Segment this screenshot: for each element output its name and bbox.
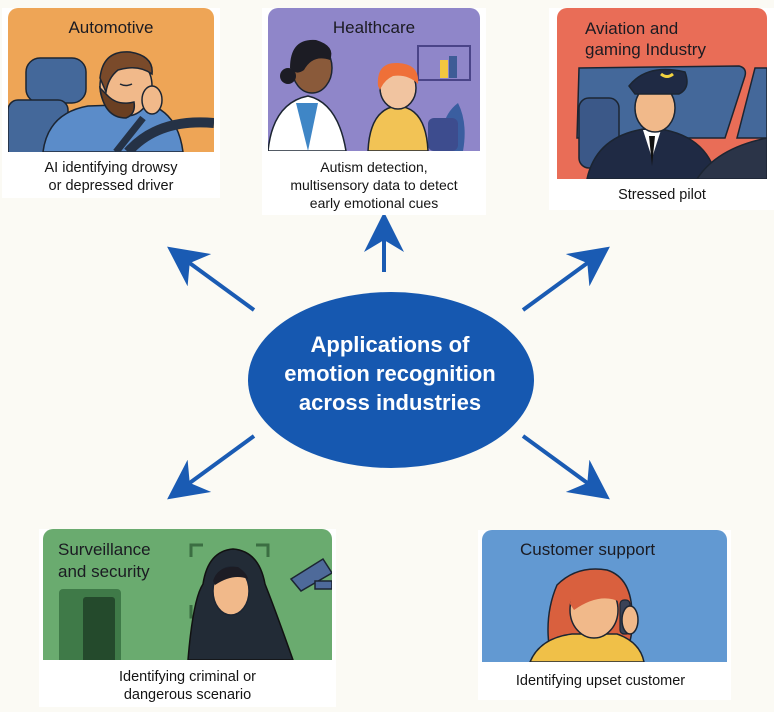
card-caption: Stressed pilot: [557, 186, 767, 204]
central-title-line: across industries: [298, 390, 482, 415]
scene-automotive: Automotive: [8, 8, 214, 152]
card-caption: Identifying upset customer: [474, 672, 727, 690]
card-title: Surveillance and security: [58, 539, 198, 583]
title-line: and security: [58, 562, 150, 581]
hooded-person-cctv-icon: [59, 543, 332, 660]
central-title: Applications of emotion recognition acro…: [247, 330, 533, 417]
caption-line: or depressed driver: [48, 178, 174, 194]
caption-line: multisensory data to detect: [290, 177, 458, 193]
caption-line: Identifying upset customer: [515, 673, 686, 689]
caption-line: Stressed pilot: [618, 187, 706, 203]
caption-line: early emotional cues: [309, 195, 439, 211]
title-line: Aviation and: [585, 19, 679, 38]
caption-line: dangerous scenario: [123, 687, 252, 703]
card-title: Automotive: [68, 18, 154, 37]
card-aviation: Aviation and gaming Industry Stressed pi…: [549, 8, 774, 210]
scene-healthcare: Healthcare: [268, 8, 480, 151]
title-line: Surveillance: [58, 540, 151, 559]
scene-customer-support: Customer support: [482, 530, 727, 662]
central-title-line: Applications of: [310, 332, 470, 357]
drowsy-driver-icon: [8, 51, 214, 152]
card-healthcare: Healthcare Autism detection, multisensor…: [262, 8, 486, 215]
arrow-to-surveillance: [167, 434, 256, 500]
caption-line: Autism detection,: [320, 159, 428, 175]
central-title-line: emotion recognition: [284, 361, 496, 386]
caption-line: Identifying criminal or: [119, 669, 256, 685]
scene-surveillance: Surveillance and security: [43, 529, 332, 660]
title-line: gaming Industry: [585, 40, 706, 59]
upset-customer-phone-icon: [529, 568, 645, 662]
caption-line: AI identifying drowsy: [44, 160, 178, 176]
arrow-to-aviation: [521, 246, 610, 312]
card-title: Healthcare: [332, 18, 416, 37]
card-caption: AI identifying drowsy or depressed drive…: [8, 159, 214, 195]
doctor-and-child-icon: [268, 39, 471, 151]
arrow-to-customer-support: [521, 434, 610, 500]
stressed-pilot-icon: [576, 65, 767, 179]
card-automotive: Automotive AI identifying drowsy or depr…: [2, 8, 220, 198]
arrow-to-automotive: [167, 246, 256, 312]
card-title: Customer support: [520, 540, 656, 559]
card-surveillance: Surveillance and security Identifying cr…: [39, 529, 336, 707]
card-caption: Identifying criminal or dangerous scenar…: [43, 668, 332, 704]
card-customer-support: Customer support Identifying upset custo…: [478, 530, 731, 700]
central-ellipse: [248, 292, 534, 468]
scene-aviation: Aviation and gaming Industry: [557, 8, 767, 179]
card-title: Aviation and gaming Industry: [585, 18, 765, 60]
card-caption: Autism detection, multisensory data to d…: [268, 158, 480, 212]
